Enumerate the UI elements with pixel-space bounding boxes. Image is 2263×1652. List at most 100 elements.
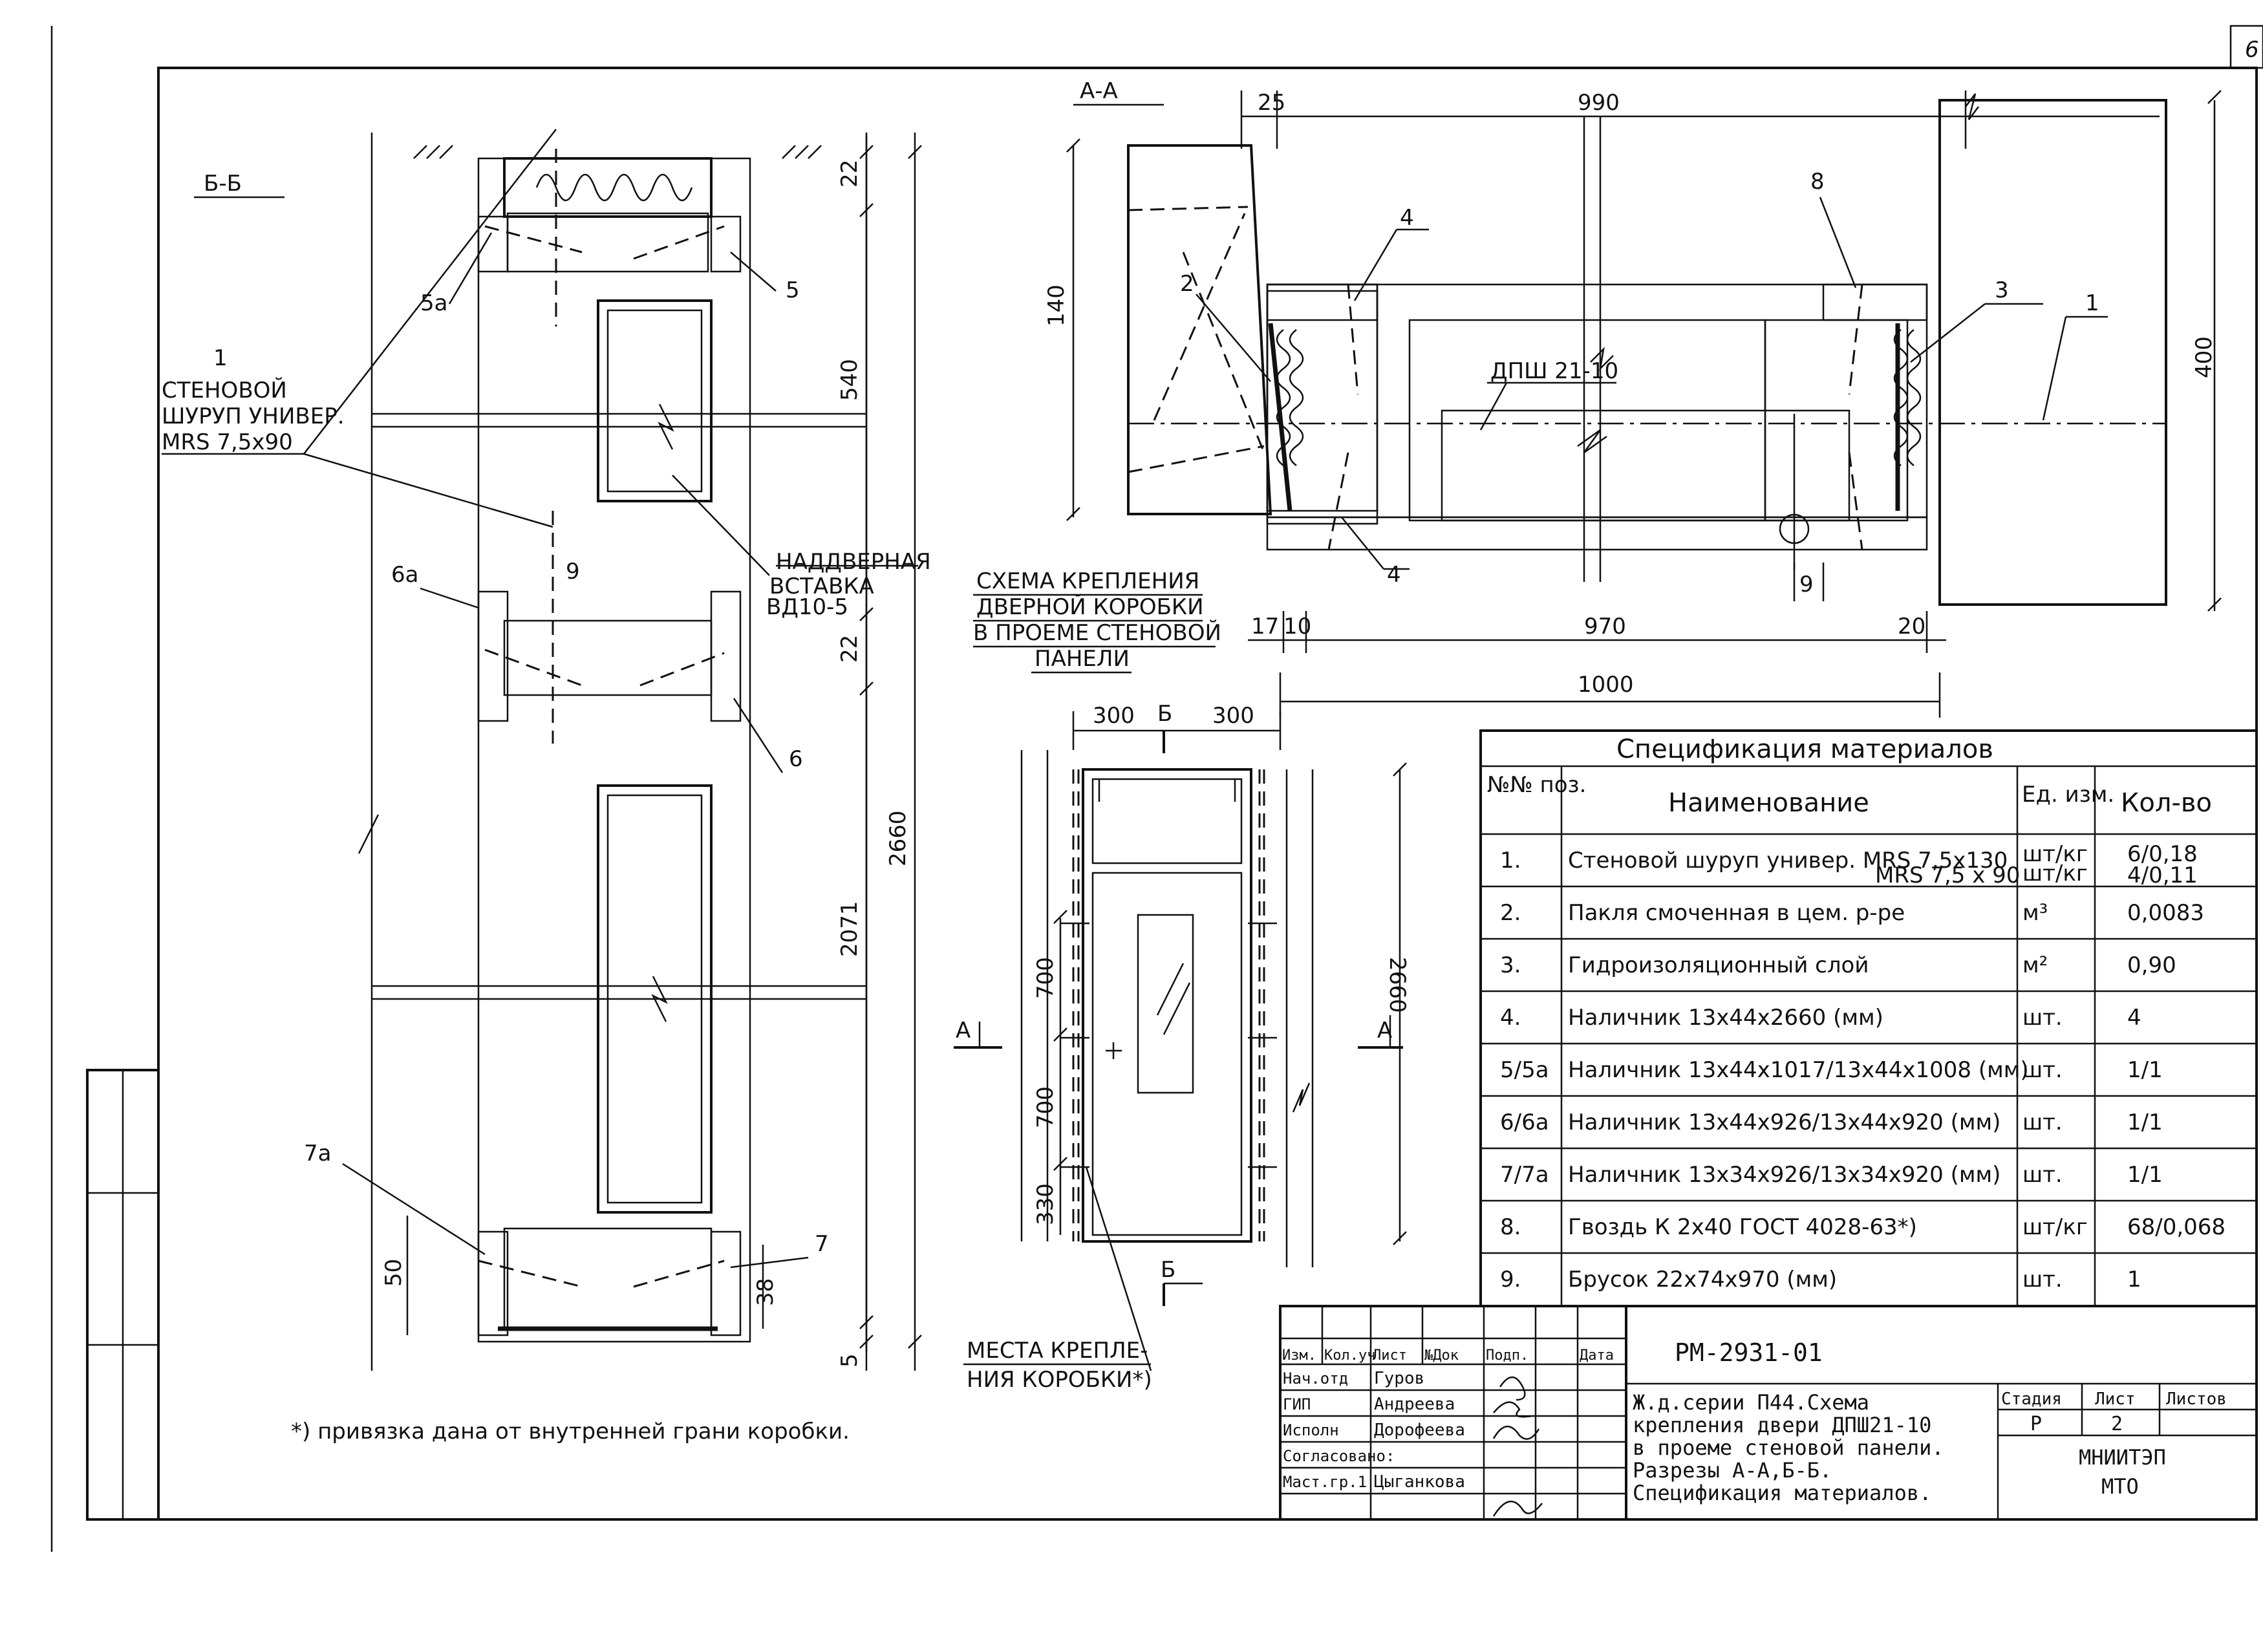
tb-role: Нач.отд	[1283, 1369, 1348, 1388]
tb-role-name: Гуров	[1374, 1369, 1424, 1388]
spec-row-qty: 68/0,068	[2127, 1214, 2225, 1240]
spec-row-pos: 5/5а	[1500, 1057, 1549, 1083]
dim-540: 540	[837, 359, 863, 401]
spec-row-pos: 7/7а	[1500, 1162, 1549, 1188]
dim-140: 140	[1044, 284, 1069, 327]
spec-title: Спецификация материалов	[1616, 735, 1993, 764]
dim-300-left: 300	[1093, 703, 1135, 729]
cut-a-left: А	[956, 1018, 971, 1044]
tb-role: ГИП	[1283, 1395, 1311, 1413]
spec-row-pos: 4.	[1500, 1005, 1521, 1031]
spec-row-name: Пакля смоченная в цем. р-ре	[1568, 900, 1905, 926]
tb-desc-line3: в проеме стеновой панели.	[1633, 1435, 1944, 1460]
spec-row-qty: 0,0083	[2127, 900, 2204, 926]
tb-role: Согласовано:	[1283, 1447, 1395, 1465]
dim-2660-elevation: 2660	[1384, 957, 1410, 1013]
spec-row-unit: шт.	[2022, 1005, 2063, 1031]
dim-25: 25	[1258, 90, 1285, 116]
spec-row-name: Гвоздь К 2х40 ГОСТ 4028-63*)	[1568, 1214, 1917, 1240]
dim-2660: 2660	[885, 810, 911, 866]
spec-table: Спецификация материалов №№ поз. Наименов…	[1479, 729, 2258, 1307]
dim-700-bottom: 700	[1033, 1086, 1058, 1128]
label-5: 5	[786, 277, 800, 303]
label-7: 7	[815, 1231, 829, 1257]
tb-h-izm: Изм.	[1282, 1347, 1316, 1364]
spec-row-qty: 1/1	[2127, 1162, 2163, 1188]
page-corner-number: 6	[2245, 37, 2259, 63]
aa-label-4-top: 4	[1400, 205, 1414, 231]
callout-wall-screw: 1 СТЕНОВОЙ ШУРУП УНИВЕР. MRS 7,5х90	[162, 129, 557, 528]
tb-code: РМ-2931-01	[1675, 1338, 1823, 1367]
aa-door-label: ДПШ 21-10	[1490, 358, 1618, 384]
tb-h-kol: Кол.уч	[1324, 1347, 1375, 1364]
dim-400: 400	[2191, 336, 2217, 378]
label-5a: 5а	[420, 290, 447, 316]
spec-row-name: Гидроизоляционный слой	[1568, 952, 1869, 978]
label-9: 9	[566, 559, 580, 585]
tb-org1: МНИИТЭП	[2079, 1445, 2166, 1470]
spec-header-name: Наименование	[1668, 788, 1869, 818]
spec-row-qty: 1/1	[2127, 1057, 2163, 1083]
tb-h-list: Лист	[1373, 1347, 1407, 1364]
aa-label-3: 3	[1995, 277, 2009, 303]
tb-role-name: Цыганкова	[1374, 1472, 1465, 1492]
dim-990: 990	[1578, 90, 1620, 116]
door-elevation: А А Б Б 300 300 700 700 330 2660 МЕСТА К…	[954, 701, 1410, 1393]
section-aa: А-А	[1044, 78, 2222, 718]
spec-row-pos: 2.	[1500, 900, 1521, 926]
spec-row-unit: шт.	[2022, 1162, 2063, 1188]
section-bb: Б-Б	[162, 129, 931, 1444]
scheme-title-line4: ПАНЕЛИ	[1035, 646, 1130, 672]
dim-2071: 2071	[837, 901, 863, 957]
callout-1-number: 1	[213, 345, 228, 371]
cut-b-top: Б	[1157, 701, 1172, 727]
dim-38: 38	[753, 1278, 778, 1306]
aa-label-2: 2	[1180, 271, 1194, 297]
tb-stage-header: Стадия	[2001, 1389, 2062, 1409]
dim-9: 9	[1799, 572, 1814, 597]
spec-rows: 1.Стеновой шуруп универ. MRS 7,5х130MRS …	[1481, 841, 2257, 1293]
spec-row-pos: 6/6а	[1500, 1110, 1549, 1135]
spec-row: 9.Брусок 22х74х970 (мм)шт.1	[1500, 1267, 2141, 1293]
section-bb-title: Б-Б	[204, 171, 242, 197]
tb-sheets-header: Листов	[2166, 1389, 2227, 1409]
label-6: 6	[789, 746, 803, 772]
spec-row-name-alt: MRS 7,5 х 90	[1875, 863, 2020, 888]
tb-role-name: Андреева	[1374, 1395, 1455, 1414]
footnote: *) привязка дана от внутренней грани кор…	[291, 1419, 850, 1444]
insert-line2: ВСТАВКА	[769, 574, 874, 599]
tb-role-name: Дорофеева	[1374, 1421, 1465, 1440]
spec-row-unit-alt: шт/кг	[2022, 861, 2088, 886]
spec-row-unit: шт/кг	[2022, 1214, 2088, 1240]
spec-header-pos: №№ поз.	[1487, 772, 1586, 798]
spec-row-qty: 0,90	[2127, 952, 2176, 978]
insert-line1: НАДДВЕРНАЯ	[776, 549, 931, 575]
spec-row-unit: шт.	[2022, 1110, 2063, 1135]
aa-label-8: 8	[1810, 169, 1825, 195]
callout-1-line3: MRS 7,5х90	[162, 429, 293, 455]
spec-row-qty: 6/0,18	[2127, 841, 2198, 867]
tb-h-ndok: №Док	[1424, 1347, 1459, 1364]
dim-5: 5	[837, 1353, 863, 1368]
label-6a: 6а	[391, 562, 418, 588]
tb-org2: МТО	[2101, 1474, 2139, 1499]
scheme-title-line2: ДВЕРНОЙ КОРОБКИ	[976, 594, 1204, 620]
dim-1000: 1000	[1578, 672, 1634, 698]
tb-role: Исполн	[1283, 1421, 1339, 1439]
spec-row-name: Наличник 13х34х926/13х34х920 (мм)	[1568, 1162, 2000, 1188]
scheme-title-line1: СХЕМА КРЕПЛЕНИЯ	[976, 568, 1199, 594]
tb-sheet-value: 2	[2111, 1413, 2123, 1435]
dim-50: 50	[381, 1259, 407, 1287]
tb-desc-line2: крепления двери ДПШ21-10	[1633, 1413, 1931, 1437]
scheme-title: СХЕМА КРЕПЛЕНИЯ ДВЕРНОЙ КОРОБКИ В ПРОЕМЕ…	[973, 568, 1221, 674]
spec-row-pos: 8.	[1500, 1214, 1521, 1240]
spec-row-qty: 4	[2127, 1005, 2141, 1031]
spec-row-pos: 9.	[1500, 1267, 1521, 1293]
scheme-title-line3: В ПРОЕМЕ СТЕНОВОЙ	[973, 619, 1221, 646]
tb-desc-line5: Спецификация материалов.	[1633, 1481, 1931, 1505]
dim-20: 20	[1898, 614, 1925, 639]
spec-row-pos: 3.	[1500, 952, 1521, 978]
